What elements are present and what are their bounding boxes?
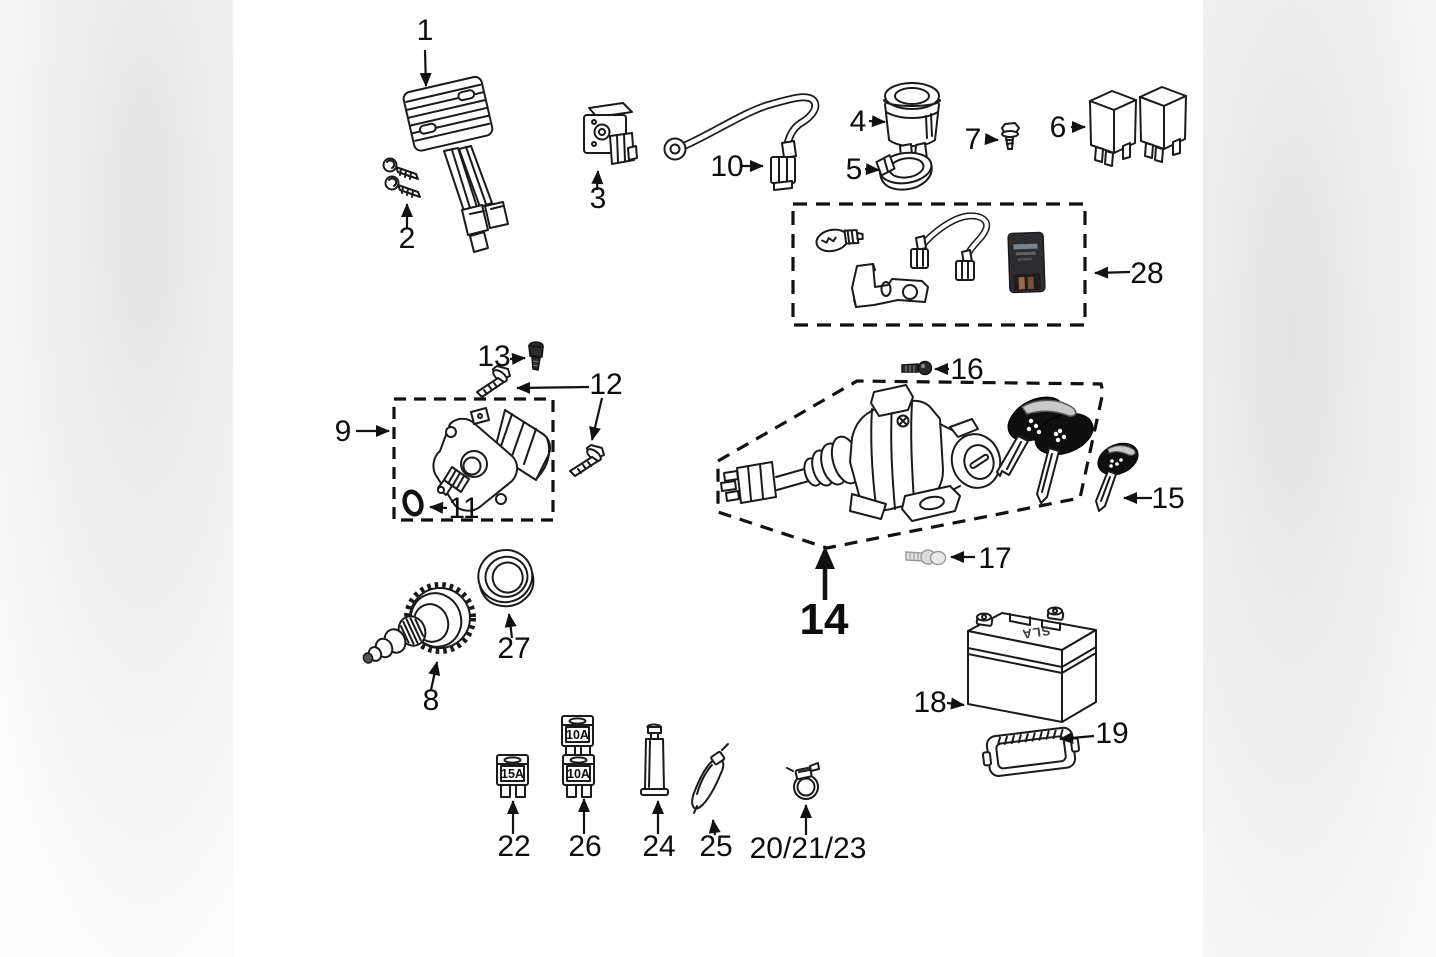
callout-12: 12 <box>589 368 622 401</box>
cable-tie-illustration <box>691 743 729 814</box>
kit-28-box <box>791 202 1087 327</box>
callout-11: 11 <box>448 492 479 525</box>
callout-3-arrow <box>591 170 604 191</box>
callout-22: 22 <box>497 830 530 863</box>
callout-9: 9 <box>335 415 352 448</box>
callout-17: 17 <box>978 542 1011 575</box>
socket-bolt-illustration <box>528 341 544 371</box>
battery-top-label: SLA <box>1021 623 1052 642</box>
fuse-10a-illustration: 10A <box>562 754 595 798</box>
fuse-22-rating: 15A <box>501 767 524 781</box>
callout-28-arrow <box>1094 266 1131 279</box>
callout-1: 1 <box>417 14 434 47</box>
o-ring-illustration <box>402 489 424 517</box>
screws-illustration <box>382 157 421 198</box>
screw-17-illustration <box>905 549 947 566</box>
ignition-switch-illustration <box>720 384 1002 522</box>
battery-illustration: SLA <box>967 606 1097 723</box>
jumper-wire-illustration <box>910 212 991 281</box>
fuse-26-bottom-rating: 10A <box>567 767 590 781</box>
callout-7: 7 <box>965 123 982 156</box>
lead-wire-illustration <box>663 93 820 191</box>
left-margin-band <box>0 0 233 957</box>
ring-27-illustration <box>477 549 535 608</box>
starter-motor-box <box>392 397 555 522</box>
callout-14: 14 <box>800 595 849 644</box>
battery-terminal <box>1046 606 1065 621</box>
callout-4: 4 <box>850 105 867 138</box>
right-margin-band <box>1203 0 1436 957</box>
fuse-10a-illustration: 10A <box>561 715 594 757</box>
callout-18: 18 <box>913 686 946 719</box>
fuse-26-top-rating: 10A <box>566 728 589 742</box>
callout-8-arrow <box>428 661 441 691</box>
screw-16-illustration <box>901 360 933 376</box>
ignition-switch-box <box>716 379 1105 550</box>
callout-15: 15 <box>1151 482 1184 515</box>
callout-27: 27 <box>497 632 530 665</box>
callout-28: 28 <box>1130 257 1163 290</box>
callout-11-arrow <box>429 501 448 514</box>
fuse-15a-illustration: 15A <box>496 754 529 798</box>
callout-6: 6 <box>1050 111 1067 144</box>
starter-clutch-illustration <box>362 582 476 664</box>
callout-13-arrow <box>509 352 526 365</box>
callout-5: 5 <box>846 153 863 186</box>
hose-clamp-illustration <box>786 762 820 800</box>
callout-26: 26 <box>568 830 601 863</box>
callout-10: 10 <box>710 150 743 183</box>
callout-4-arrow <box>868 115 886 128</box>
bulb-illustration <box>815 228 864 253</box>
callout-25-arrow <box>708 819 721 836</box>
callout-19: 19 <box>1095 717 1128 750</box>
callout-19-arrow <box>1059 731 1095 744</box>
callout-2: 2 <box>399 222 416 255</box>
callout-27-arrow <box>504 613 517 639</box>
regulator-illustration <box>402 75 509 253</box>
callout-24: 24 <box>642 830 675 863</box>
bolt-7-illustration <box>1001 122 1020 150</box>
callout-14-arrow <box>815 546 835 600</box>
callout-3: 3 <box>590 182 607 215</box>
coil-clamp-illustration <box>875 151 933 191</box>
battery-tray-illustration <box>981 726 1081 777</box>
callout-8: 8 <box>423 684 440 717</box>
cdi-unit-illustration <box>1007 231 1046 294</box>
grease-tube-illustration <box>640 723 669 796</box>
callout-1-arrow <box>419 49 432 87</box>
bracket-illustration <box>851 263 929 308</box>
hex-bolts-illustration <box>476 365 605 477</box>
callout-25: 25 <box>699 830 732 863</box>
starter-relay-illustration <box>583 102 638 165</box>
flasher-relays-illustration <box>1089 86 1187 167</box>
callout-5-arrow <box>864 163 880 176</box>
battery-terminal <box>975 612 994 627</box>
callout-18-arrow <box>946 697 965 710</box>
callout-16: 16 <box>950 353 983 386</box>
callout-20-21-23: 20/21/23 <box>750 832 867 865</box>
key-15-illustration <box>1095 442 1139 512</box>
callout-12-arrow-left <box>516 381 590 394</box>
callout-12-arrow-down <box>589 397 604 441</box>
key-pair-illustration <box>996 396 1094 504</box>
starter-motor-illustration <box>432 407 552 512</box>
callout-7-arrow <box>984 133 999 145</box>
